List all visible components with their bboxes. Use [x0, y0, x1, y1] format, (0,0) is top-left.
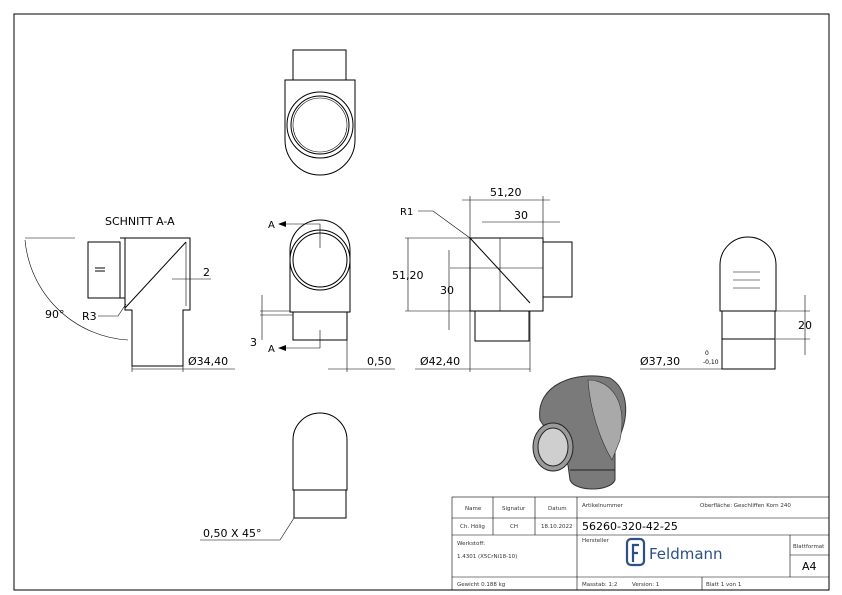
gap-3-dim: 3 — [250, 336, 257, 349]
name-value: Ch. Hölig — [460, 524, 485, 530]
r1-dim: R1 — [400, 207, 413, 218]
blattformat-label: Blattformat — [793, 544, 825, 550]
blatt: Blatt 1 von 1 — [706, 582, 741, 588]
artikelnummer-value: 56260-320-42-25 — [582, 520, 678, 533]
right-view: 20 Ø37,30 0 -0,10 — [640, 236, 812, 370]
title-block: Name Signatur Datum Ch. Hölig CH 18.10.2… — [451, 496, 830, 591]
signatur-value: CH — [510, 524, 518, 530]
section-view: SCHNITT A-A 90° R3 2 Ø34,40 — [24, 215, 235, 372]
dia-3730-dim: Ø37,30 — [640, 355, 680, 368]
dia-4240-dim: Ø42,40 — [420, 355, 460, 368]
datum-label: Datum — [548, 506, 567, 512]
side-view: 51,20 30 R1 51,20 30 Ø42,40 — [392, 186, 573, 372]
hersteller-label: Hersteller — [582, 538, 610, 544]
drawing-frame — [13, 13, 830, 591]
blattformat-value: A4 — [802, 560, 817, 573]
massstab: Masstab: 1:2 — [582, 582, 617, 588]
r3-dim: R3 — [82, 310, 97, 323]
datum-value: 18.10.2022 — [541, 524, 573, 530]
werkstoff-label: Werkstoff: — [457, 541, 485, 547]
section-marker-top: A — [268, 220, 275, 231]
dia-3440-dim: Ø34,40 — [188, 355, 228, 368]
name-label: Name — [465, 506, 482, 512]
offset-050-dim: 0,50 — [367, 355, 392, 368]
section-marker-bottom: A — [268, 344, 275, 355]
gewicht: Gewicht 0.188 kg — [457, 582, 505, 588]
bottom-view: 0,50 X 45° — [200, 412, 348, 541]
isometric-view — [532, 375, 627, 490]
feldmann-logo: Feldmann — [625, 537, 723, 567]
h-30-dim: 30 — [440, 284, 454, 297]
angle-dim: 90° — [45, 308, 65, 321]
wall-dim: 2 — [203, 266, 210, 279]
version: Version: 1 — [632, 582, 659, 588]
chamfer-dim: 0,50 X 45° — [203, 527, 262, 540]
top-view — [284, 49, 356, 176]
tol-lower: -0,10 — [703, 359, 719, 366]
artikelnummer-label: Artikelnummer — [582, 503, 624, 509]
h-5120-dim: 51,20 — [392, 269, 424, 282]
oberflaeche: Oberfläche: Geschliffen Korn 240 — [700, 503, 791, 509]
section-title: SCHNITT A-A — [105, 215, 175, 228]
len-20-dim: 20 — [798, 319, 812, 332]
front-view: A A 3 0,50 — [250, 219, 395, 372]
tol-upper: 0 — [705, 350, 709, 357]
w-30-dim: 30 — [514, 209, 528, 222]
w-5120-dim: 51,20 — [490, 186, 522, 199]
signatur-label: Signatur — [502, 506, 526, 512]
logo-text: Feldmann — [649, 545, 723, 563]
werkstoff-value: 1.4301 (X5CrNi18-10) — [457, 554, 517, 560]
